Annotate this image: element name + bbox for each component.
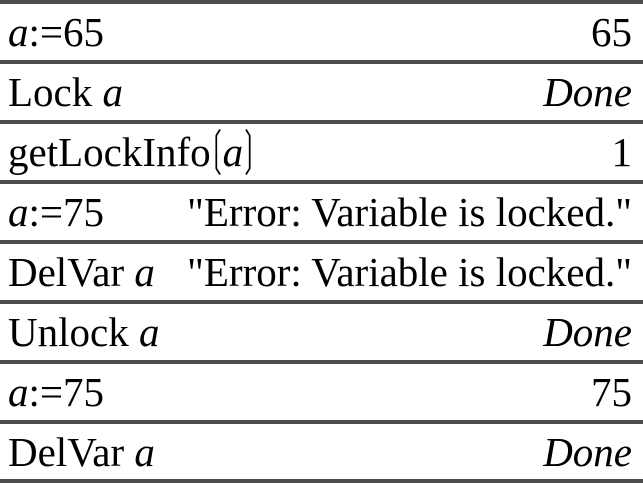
history-row-4[interactable]: a:=75 "Error: Variable is locked." <box>0 184 643 244</box>
result-value: "Error: Variable is locked." <box>187 189 632 235</box>
command-suffix: :=75 <box>28 369 105 415</box>
variable-name: a <box>134 429 155 475</box>
variable-name: a <box>222 129 244 175</box>
history-row-7[interactable]: a:=75 75 <box>0 364 643 424</box>
command-text: DelVar <box>8 249 135 295</box>
command-text: DelVar <box>8 429 135 475</box>
expression: a:=75 <box>8 188 104 236</box>
variable-name: a <box>8 189 29 235</box>
left-paren-icon <box>212 128 222 176</box>
history-row-2[interactable]: Lock a Done <box>0 64 643 124</box>
history-row-5[interactable]: DelVar a "Error: Variable is locked." <box>0 244 643 304</box>
command-text: Unlock <box>8 309 139 355</box>
expression: a:=75 <box>8 368 104 416</box>
expression: Lock a <box>8 68 123 116</box>
result-value: "Error: Variable is locked." <box>187 249 632 295</box>
variable-name: a <box>8 9 29 55</box>
result-value: 65 <box>591 9 632 55</box>
variable-name: a <box>138 309 160 355</box>
history-row-8[interactable]: DelVar a Done <box>0 424 643 479</box>
expression: DelVar a <box>8 428 155 476</box>
expression: a:=65 <box>8 8 104 56</box>
command-text: getLockInfo <box>8 129 211 175</box>
command-suffix: :=65 <box>28 9 105 55</box>
variable-name: a <box>134 249 155 295</box>
result-value: Done <box>543 69 632 115</box>
result-value: Done <box>543 429 632 475</box>
result-value: 1 <box>611 129 633 175</box>
variable-name: a <box>102 69 124 115</box>
command-suffix: :=75 <box>28 189 105 235</box>
history-row-1[interactable]: a:=65 65 <box>0 4 643 64</box>
expression: Unlock a <box>8 308 159 356</box>
result-value: 75 <box>591 369 632 415</box>
command-text: Lock <box>8 69 103 115</box>
variable-name: a <box>8 369 29 415</box>
right-paren-icon <box>244 128 254 176</box>
history-row-6[interactable]: Unlock a Done <box>0 304 643 364</box>
result-value: Done <box>543 309 632 355</box>
expression: DelVar a <box>8 248 155 296</box>
